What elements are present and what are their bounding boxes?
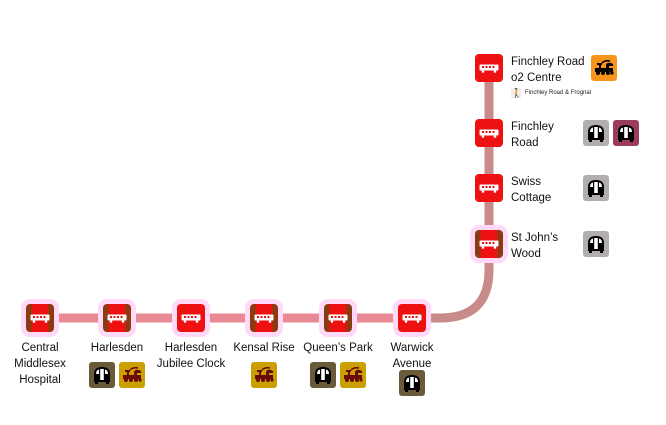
station-label-line: Warwick	[390, 342, 434, 354]
bus-stop-harlesden-jubilee-clock[interactable]	[177, 304, 205, 332]
station-label-line: Middlesex	[14, 358, 66, 370]
station-label-line: St John’s	[511, 232, 559, 244]
station-label-harlesden: Harlesden	[72, 340, 162, 356]
tube-icon[interactable]	[89, 362, 115, 388]
bus-stop-kensal-rise[interactable]	[250, 304, 278, 332]
bus-stop-central-middlesex-hospital[interactable]	[26, 304, 54, 332]
tube-icon[interactable]	[583, 231, 609, 257]
station-label-line: Finchley Road	[511, 56, 585, 68]
train-icon[interactable]	[251, 362, 277, 388]
bus-icon	[479, 64, 499, 73]
station-label-line: Kensal Rise	[233, 342, 295, 354]
tube-icon[interactable]	[399, 370, 425, 396]
bus-stop-swiss-cottage[interactable]	[475, 174, 503, 202]
bus-icon	[30, 314, 50, 323]
bus-icon	[479, 129, 499, 138]
interchange-icons	[399, 370, 425, 396]
bus-icon	[402, 314, 422, 323]
walking-person-icon: 🚶	[511, 88, 523, 98]
station-label-line: Queen’s Park	[303, 342, 373, 354]
interchange-icons	[583, 120, 639, 146]
tube-icon[interactable]	[310, 362, 336, 388]
bus-stop-harlesden[interactable]	[103, 304, 131, 332]
bus-icon	[254, 314, 274, 323]
bus-stop-finchley-road[interactable]	[475, 119, 503, 147]
tube-icon[interactable]	[583, 120, 609, 146]
walking-connection: 🚶Finchley Road & Frognal	[511, 88, 591, 98]
station-label-line: Finchley	[511, 121, 554, 133]
station-label-line: Jubilee Clock	[156, 358, 226, 370]
bus-stop-st-john-s-wood[interactable]	[475, 230, 503, 258]
train-icon[interactable]	[340, 362, 366, 388]
interchange-icons	[89, 362, 145, 388]
station-label-line: Avenue	[392, 358, 432, 370]
bus-stop-warwick-avenue[interactable]	[398, 304, 426, 332]
station-label-queen-s-park: Queen’s Park	[293, 340, 383, 356]
bus-icon	[328, 314, 348, 323]
bus-stop-queen-s-park[interactable]	[324, 304, 352, 332]
station-label-line: Swiss	[511, 176, 542, 188]
station-label-line: Central	[21, 342, 59, 354]
interchange-icons	[590, 55, 617, 81]
interchange-icons	[583, 175, 609, 201]
walking-connection-label: Finchley Road & Frognal	[525, 90, 592, 96]
bus-icon	[181, 314, 201, 323]
tube-icon[interactable]	[613, 120, 639, 146]
station-label-line: Road	[511, 137, 539, 149]
interchange-icons	[583, 231, 609, 257]
station-label-line: Hospital	[19, 374, 61, 386]
interchange-icons	[251, 362, 277, 388]
bus-icon	[479, 184, 499, 193]
train-icon[interactable]	[119, 362, 145, 388]
station-label-line: o2 Centre	[511, 72, 562, 84]
station-label-kensal-rise: Kensal Rise	[219, 340, 309, 356]
station-label-line: Wood	[511, 248, 541, 260]
bus-icon	[107, 314, 127, 323]
station-label-line: Harlesden	[164, 342, 218, 354]
bus-icon	[479, 240, 499, 249]
bus-stop-finchley-road-o2-centre[interactable]	[475, 54, 503, 82]
station-label-line: Cottage	[511, 192, 552, 204]
interchange-icons	[310, 362, 366, 388]
station-label-line: Harlesden	[90, 342, 144, 354]
train-icon[interactable]	[590, 55, 617, 81]
tube-icon[interactable]	[583, 175, 609, 201]
station-label-finchley-road-o2-centre: Finchley Road o2 Centre	[511, 54, 585, 86]
